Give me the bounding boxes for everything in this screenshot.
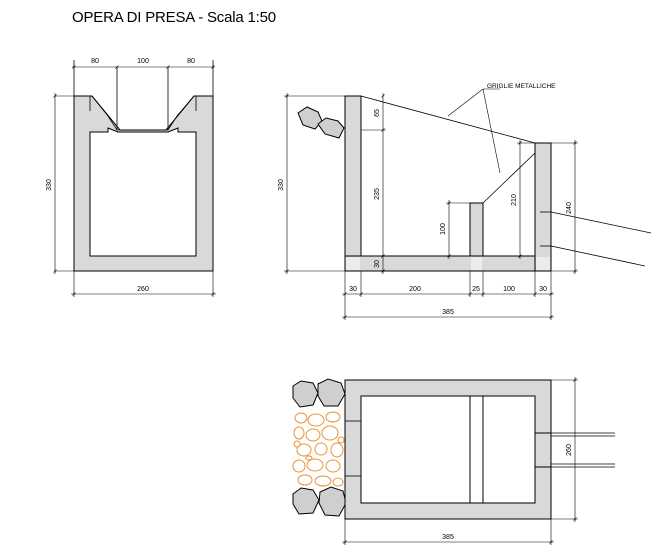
plan-view: 260 385 [292,377,615,545]
section-dim-bottom-4: 100 [503,286,515,293]
stones-bottom [292,486,347,517]
section-dim-bottom-3: 25 [472,286,480,293]
plan-dim-total: 385 [442,534,454,541]
front-dim-top-2: 100 [137,58,149,65]
front-dim-top-3: 80 [187,58,195,65]
outlet-pipe-top [550,211,652,234]
gravel-fill [292,411,345,487]
section-dim-210: 210 [511,194,518,206]
section-dim-bottom-1: 30 [349,286,357,293]
section-dim-235: 235 [374,188,381,200]
section-dim-bottom-2: 200 [409,286,421,293]
section-left-wall [344,95,362,272]
front-view-walls [73,95,214,272]
plan-weir [469,395,484,504]
section-dim-100-v: 100 [440,223,447,235]
drawing-title: OPERA DI PRESA - Scala 1:50 [72,9,276,26]
plan-dim-height: 260 [566,444,573,456]
front-dim-height: 330 [46,179,53,191]
stone-1 [297,106,323,130]
outlet-pipe-bottom [550,245,646,267]
front-view-notch [89,95,197,131]
section-dim-bottom-5: 30 [539,286,547,293]
section-view: GRIGLIE METALLICHE 330 65 235 30 100 [278,83,652,320]
section-right-wall [534,142,552,272]
section-dim-height: 330 [278,179,285,191]
section-dim-65: 65 [374,109,381,117]
section-dim-30-v: 30 [374,260,381,268]
plan-outlet [534,432,552,468]
section-dim-total: 385 [442,309,454,316]
stones-top [292,378,346,408]
plan-walls [344,379,552,520]
grate-label: GRIGLIE METALLICHE [487,83,556,90]
section-weir [469,202,484,257]
grate-upper [360,95,536,144]
front-dim-width: 260 [137,286,149,293]
front-view: 80 100 80 330 260 [46,58,216,297]
front-dim-top-1: 80 [91,58,99,65]
grate-lower [482,152,536,204]
section-dim-240: 240 [566,202,573,214]
stone-2 [317,117,345,139]
